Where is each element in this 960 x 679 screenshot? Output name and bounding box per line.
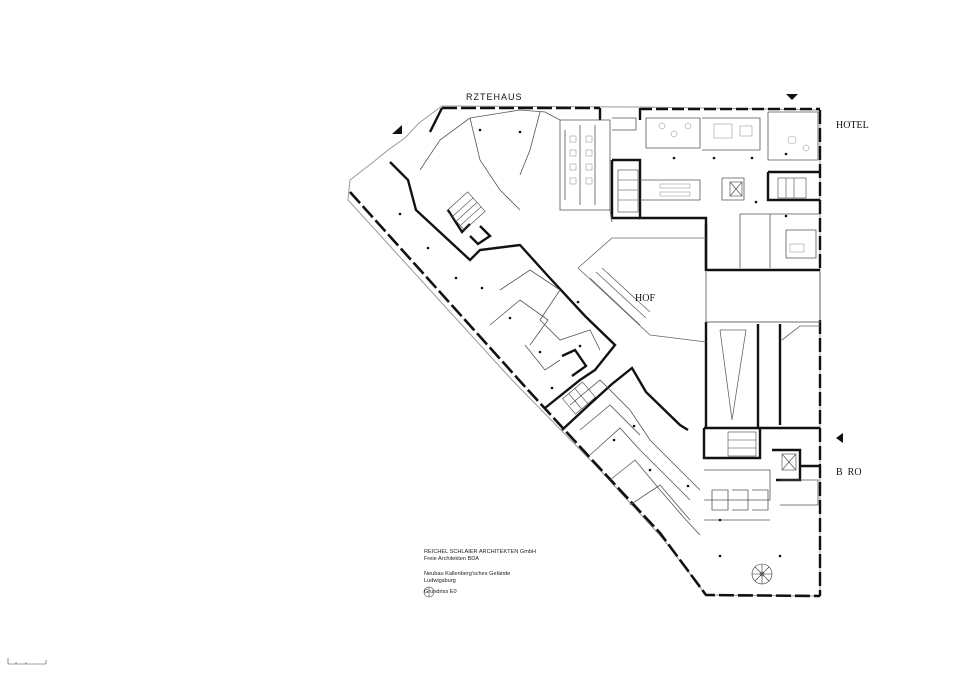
office-subtitle: Freie Architekten BDA — [424, 556, 480, 562]
stairs — [446, 169, 807, 471]
drawing-title: Grundriss E0 — [424, 589, 457, 595]
courtyard — [577, 237, 820, 421]
furniture — [569, 122, 810, 253]
columns — [398, 128, 788, 558]
office-name: REICHEL SCHLAIER ARCHITEKTEN GmbH — [424, 549, 537, 555]
north-arrow-icon — [423, 586, 435, 598]
label-hotel: HOTEL — [836, 120, 869, 131]
entrance-arrow-icon — [392, 125, 402, 134]
label-aerztehaus: RZTEHAUS — [466, 92, 523, 102]
label-hof: HOF — [635, 293, 655, 304]
partitions — [419, 109, 821, 536]
title-block: REICHEL SCHLAIER ARCHITEKTEN GmbH Freie … — [424, 549, 536, 596]
facade-outline — [347, 105, 822, 598]
project-city: Ludwigsburg — [424, 578, 456, 584]
interior-walls — [389, 108, 820, 482]
entrance-arrow-icon — [786, 94, 798, 100]
project-name: Neubau Kallenberg'sches Gelände — [424, 571, 511, 577]
scale-bar-icon — [7, 658, 47, 665]
label-buero: B RO — [836, 467, 862, 478]
spiral-stair-icon — [751, 563, 773, 585]
entrance-arrow-icon — [836, 433, 843, 443]
